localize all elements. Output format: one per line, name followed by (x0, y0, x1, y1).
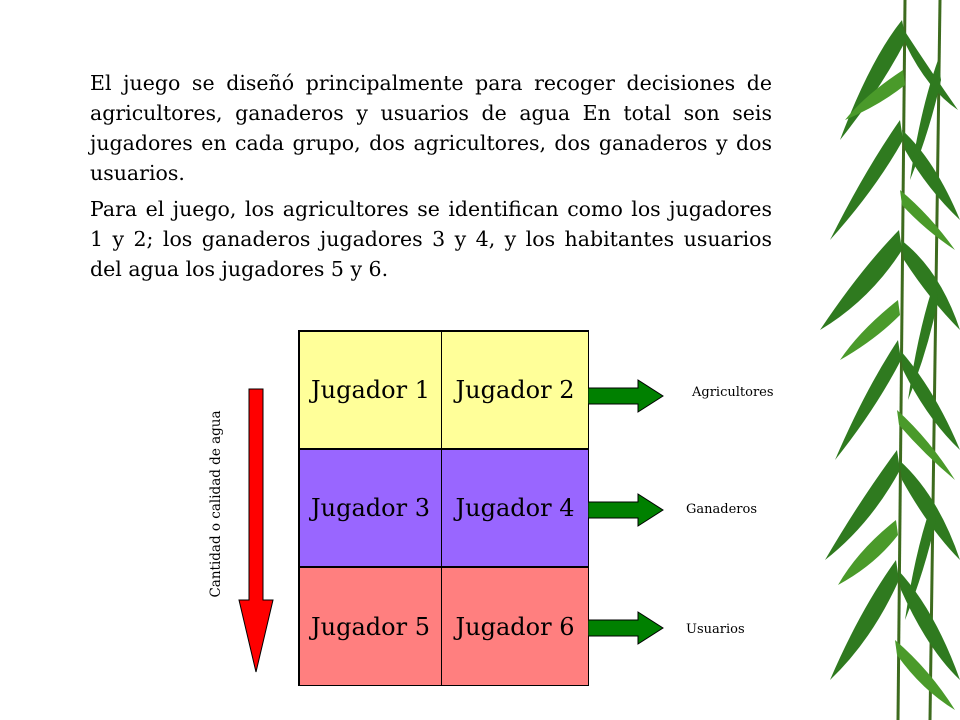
cell-jugador-4: Jugador 4 (441, 449, 589, 567)
water-quantity-arrow (238, 388, 274, 673)
group-label-ganaderos: Ganaderos (686, 502, 757, 517)
cell-jugador-6: Jugador 6 (441, 567, 589, 686)
water-axis-label: Cantidad o calidad de agua (208, 410, 224, 598)
ganaderos-arrow (588, 493, 664, 527)
cell-jugador-1: Jugador 1 (299, 331, 442, 449)
players-paragraph: Para el juego, los agricultores se ident… (90, 197, 772, 281)
bamboo-decoration (820, 0, 960, 720)
group-label-usuarios: Usuarios (686, 622, 745, 637)
cell-jugador-5: Jugador 5 (299, 567, 442, 686)
intro-paragraph: El juego se diseñó principalmente para r… (90, 71, 772, 185)
players-grid: Jugador 1 Jugador 2 Jugador 3 Jugador 4 … (298, 330, 589, 686)
group-label-agricultores: Agricultores (692, 385, 774, 400)
cell-jugador-3: Jugador 3 (299, 449, 442, 567)
usuarios-arrow (588, 611, 664, 645)
agricultores-arrow (588, 379, 664, 413)
cell-jugador-2: Jugador 2 (441, 331, 589, 449)
